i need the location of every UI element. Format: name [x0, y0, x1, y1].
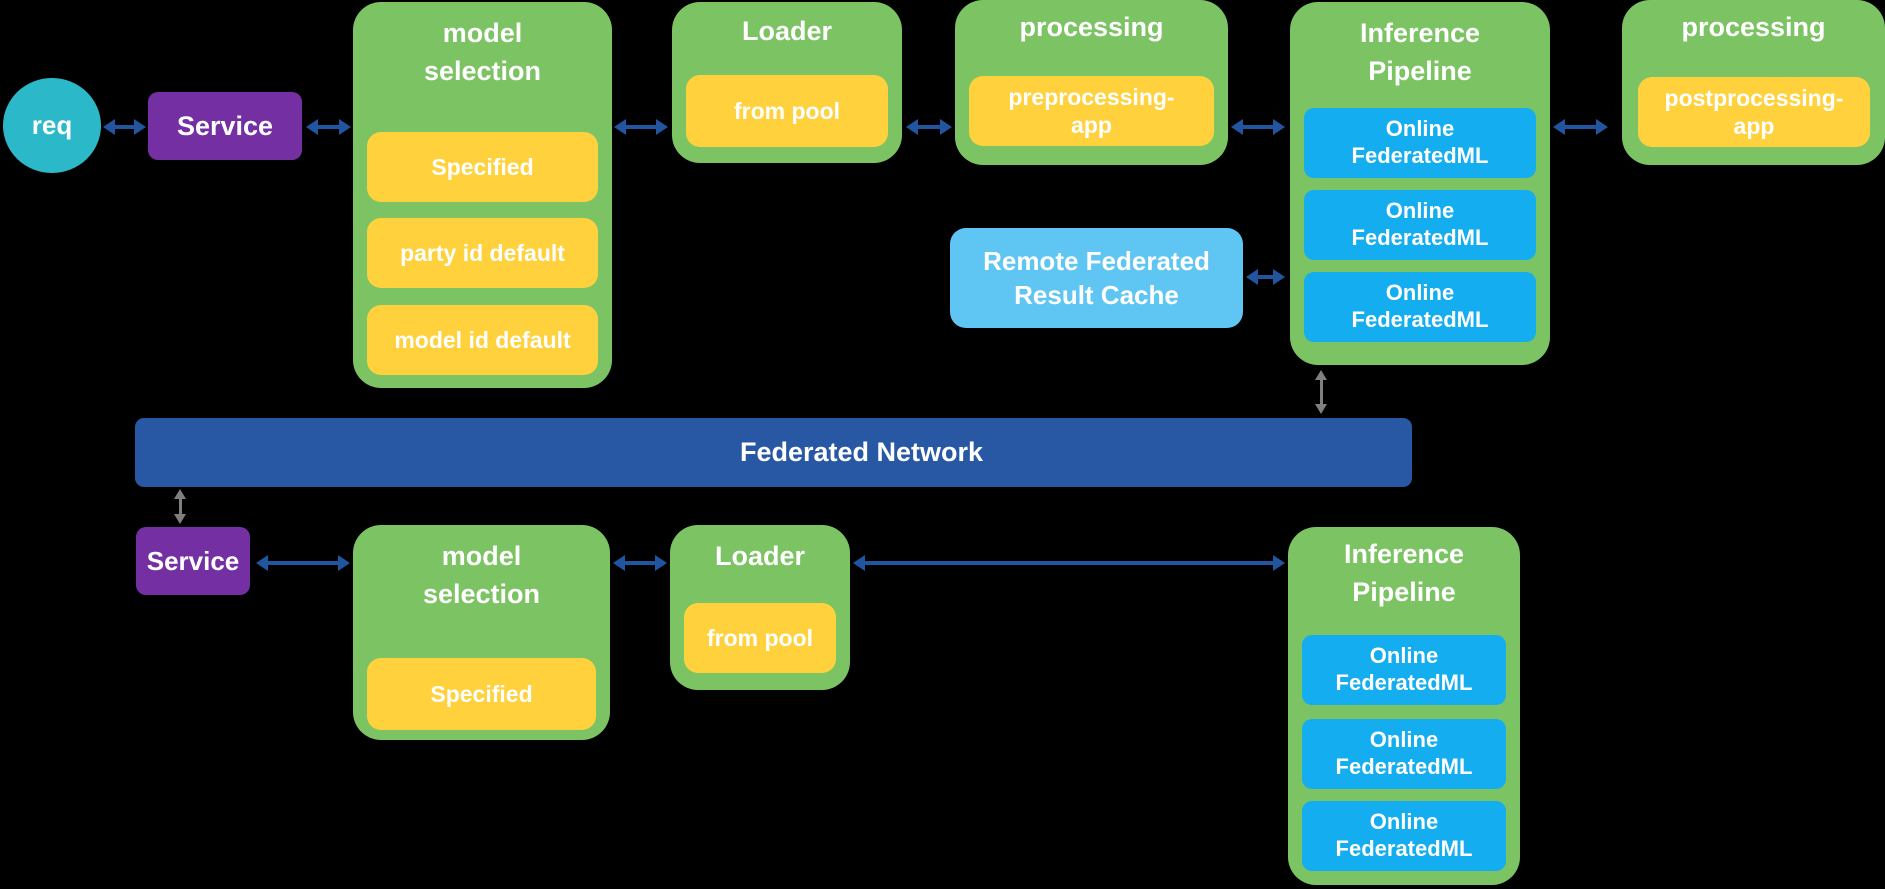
online-federatedml-box: Online FederatedML	[1302, 635, 1506, 705]
arrow-loader-preprocessing	[906, 119, 952, 135]
inference-pipeline-title: Inference Pipeline	[1343, 539, 1465, 608]
model-selection-title: model selection	[422, 541, 541, 610]
arrow-loader-inference-bottom	[853, 555, 1285, 571]
arrow-inference-network	[1315, 370, 1327, 414]
online-federatedml-box: Online FederatedML	[1304, 190, 1536, 260]
preprocessing-app-box: preprocessing- app	[969, 76, 1214, 146]
arrow-modelselection-loader	[614, 119, 668, 135]
online-federatedml-box: Online FederatedML	[1304, 272, 1536, 342]
arrow-preprocessing-inference	[1231, 119, 1285, 135]
inference-pipeline-group-top: Inference Pipeline Online FederatedML On…	[1290, 2, 1550, 365]
inference-pipeline-group-bottom: Inference Pipeline Online FederatedML On…	[1288, 527, 1520, 885]
arrow-service-modelselection	[306, 119, 351, 135]
model-selection-group-top: model selection Specified party id defau…	[353, 2, 612, 388]
online-federatedml-box: Online FederatedML	[1304, 108, 1536, 178]
model-selection-option-party-id-default: party id default	[367, 218, 598, 288]
online-federatedml-box: Online FederatedML	[1302, 719, 1506, 789]
arrow-cache-inference	[1246, 269, 1285, 285]
arrow-network-service	[174, 489, 186, 524]
model-selection-option-model-id-default: model id default	[367, 305, 598, 375]
service-node-top: Service	[148, 92, 302, 160]
service-node-bottom: Service	[136, 527, 250, 595]
loader-title: Loader	[741, 16, 833, 46]
postprocessing-app-box: postprocessing- app	[1638, 77, 1870, 147]
federated-network-label: Federated Network	[739, 437, 984, 467]
preprocessing-title: processing	[1019, 12, 1164, 42]
service-label: Service	[176, 110, 274, 141]
federated-network-bar: Federated Network	[135, 418, 1412, 487]
loader-option-from-pool: from pool	[684, 603, 836, 673]
loader-title: Loader	[714, 541, 806, 571]
inference-pipeline-title: Inference Pipeline	[1359, 18, 1481, 87]
model-selection-option-specified: Specified	[367, 658, 596, 730]
arrow-modelselection-loader-bottom	[613, 555, 667, 571]
model-selection-option-specified: Specified	[367, 132, 598, 202]
online-federatedml-box: Online FederatedML	[1302, 801, 1506, 871]
arrow-inference-postprocessing	[1553, 119, 1608, 135]
service-label: Service	[146, 545, 240, 576]
remote-cache-label: Remote Federated Result Cache	[983, 245, 1210, 310]
loader-option-from-pool: from pool	[686, 75, 888, 147]
preprocessing-group: processing preprocessing- app	[955, 0, 1228, 165]
remote-federated-result-cache: Remote Federated Result Cache	[950, 228, 1243, 328]
postprocessing-title: processing	[1681, 12, 1826, 42]
arrow-req-service	[103, 119, 146, 135]
postprocessing-group: processing postprocessing- app	[1622, 0, 1885, 165]
loader-group-top: Loader from pool	[672, 2, 902, 163]
request-node: req	[3, 78, 101, 173]
arrow-service-modelselection-bottom	[256, 555, 350, 571]
model-selection-group-bottom: model selection Specified	[353, 525, 610, 740]
model-selection-title: model selection	[423, 18, 542, 87]
request-label: req	[31, 110, 73, 140]
loader-group-bottom: Loader from pool	[670, 525, 850, 690]
